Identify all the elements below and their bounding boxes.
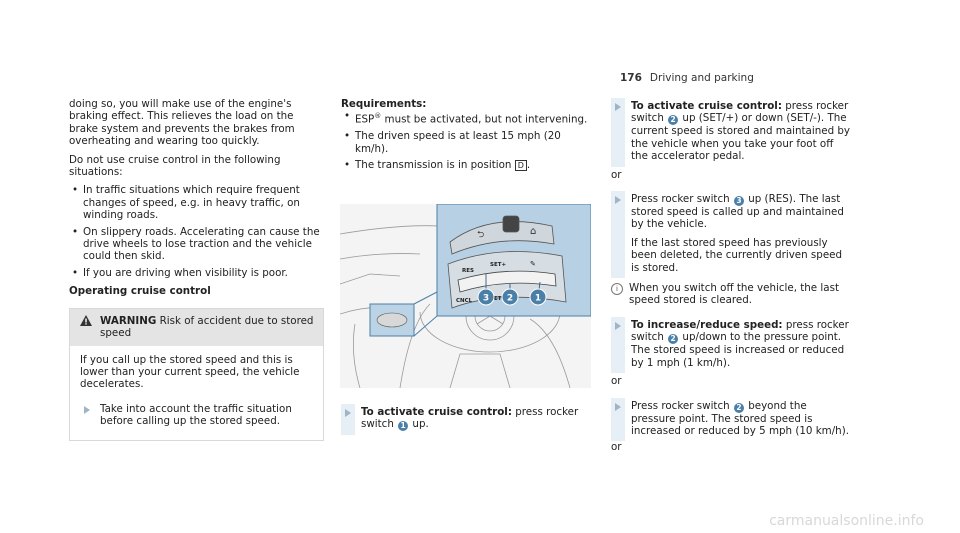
- or-separator: or: [611, 375, 622, 388]
- step-text: Press rocker switch 3 up (RES). The last…: [631, 193, 844, 274]
- instruction-step: To activate cruise control: press rocker…: [611, 98, 851, 167]
- switch-number-badge: 1: [398, 421, 409, 432]
- activate-step-col2: To activate cruise control: press rocker…: [341, 404, 591, 436]
- info-note: i When you switch off the vehicle, the l…: [611, 282, 851, 307]
- requirements-heading: Requirements:: [341, 98, 427, 110]
- warning-header: WARNING Risk of accident due to stored s…: [70, 308, 323, 346]
- list-item: If you are driving when visibility is po…: [69, 267, 324, 280]
- warning-title: Risk of accident due to stored speed: [100, 314, 314, 340]
- situations-list: In traffic situations which require freq…: [69, 184, 324, 279]
- instruction-step: Press rocker switch 2 beyond the pressur…: [611, 397, 851, 442]
- step-text: To activate cruise control: press rocker…: [631, 100, 851, 163]
- list-item: The transmission is in position D.: [341, 159, 591, 172]
- page-number: 176: [620, 72, 642, 84]
- callout-2: 2: [507, 294, 513, 304]
- set-plus-label: SET+: [490, 262, 506, 268]
- set-minus-label: SET–: [490, 296, 504, 302]
- svg-text:⮌: ⮌: [477, 230, 484, 240]
- instruction-step: To increase/reduce speed: press rocker s…: [611, 316, 851, 374]
- requirements-list: ESP® must be activated, but not interven…: [341, 110, 591, 171]
- step-text: To activate cruise control: press rocker…: [361, 406, 579, 432]
- res-button-label: RES: [462, 268, 474, 274]
- switch-number-badge: 2: [668, 334, 679, 345]
- step-arrow-icon: [80, 401, 94, 432]
- switch-number-badge: 2: [668, 115, 679, 126]
- step-text: Press rocker switch 2 beyond the pressur…: [631, 399, 849, 437]
- paragraph-engine-braking: doing so, you will make use of the engin…: [69, 98, 295, 148]
- info-icon: i: [611, 283, 623, 296]
- section-title: Driving and parking: [649, 72, 754, 84]
- watermark: carmanualsonline.info: [769, 512, 924, 529]
- cncl-button-label: CNCL: [456, 298, 473, 304]
- warning-step-text: Take into account the traffic situation …: [100, 402, 292, 428]
- callout-1: 1: [535, 294, 541, 304]
- section-heading: Operating cruise control: [69, 285, 211, 298]
- step-arrow-icon: [611, 191, 625, 279]
- column-middle: Requirements: ESP® must be activated, bu…: [341, 98, 591, 177]
- warning-triangle-icon: [80, 314, 92, 340]
- step-arrow-icon: [611, 316, 625, 374]
- warning-description: If you call up the stored speed and this…: [80, 353, 300, 391]
- list-item: In traffic situations which require freq…: [69, 184, 324, 221]
- svg-text:⌂: ⌂: [530, 226, 536, 237]
- step-arrow-icon: [611, 98, 625, 167]
- paragraph-situations: Do not use cruise control in the followi…: [69, 153, 281, 179]
- list-item: The driven speed is at least 15 mph (20 …: [341, 130, 591, 155]
- svg-text:✎: ✎: [530, 260, 536, 268]
- warning-box: WARNING Risk of accident due to stored s…: [69, 307, 324, 441]
- or-separator: or: [611, 441, 622, 454]
- list-item: On slippery roads. Accelerating can caus…: [69, 226, 324, 263]
- note-text: When you switch off the vehicle, the las…: [629, 282, 839, 307]
- step-text: To increase/reduce speed: press rocker s…: [631, 318, 849, 369]
- callout-3: 3: [483, 294, 489, 304]
- column-left: doing so, you will make use of the engin…: [69, 98, 324, 441]
- instruction-step: Press rocker switch 3 up (RES). The last…: [611, 191, 851, 279]
- switch-number-badge: 3: [733, 196, 744, 207]
- callout-markers: 3 2 1: [477, 288, 547, 306]
- list-item: ESP® must be activated, but not interven…: [341, 110, 591, 126]
- page-header: 176 Driving and parking: [620, 72, 754, 84]
- step-arrow-icon: [341, 404, 355, 436]
- warning-label: WARNING: [100, 314, 157, 327]
- gear-d-symbol: D: [514, 160, 527, 172]
- column-right: To activate cruise control: press rocker…: [611, 98, 851, 464]
- steering-wheel-illustration: ⮌ ⌂ RES SET+ CNCL SET– ✎ ✎ 3 2 1: [339, 203, 592, 389]
- switch-number-badge: 2: [733, 402, 744, 413]
- instruction-step: To activate cruise control: press rocker…: [341, 404, 591, 436]
- step-arrow-icon: [611, 397, 625, 442]
- warning-text: WARNING Risk of accident due to stored s…: [100, 315, 315, 340]
- warning-body: If you call up the stored speed and this…: [70, 346, 323, 440]
- or-separator: or: [611, 168, 622, 181]
- warning-step: Take into account the traffic situation …: [80, 401, 313, 432]
